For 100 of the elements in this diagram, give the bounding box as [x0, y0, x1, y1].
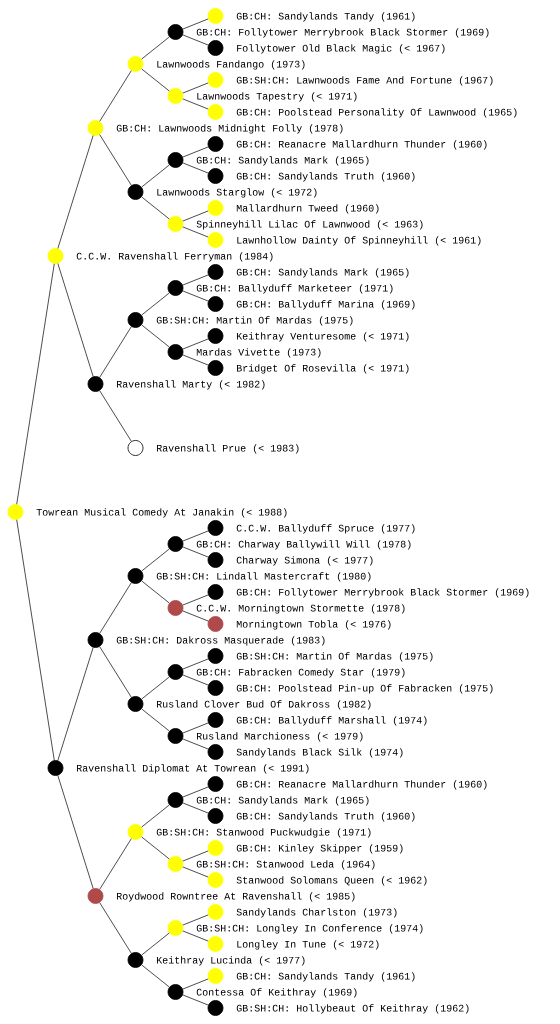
name-label: Mallardhurn Tweed (1960) — [236, 204, 379, 214]
name-label: Rusland Clover Bud Of Dakross (1982) — [157, 700, 371, 710]
connector-line — [182, 594, 209, 606]
connector-line — [141, 196, 170, 220]
name-label: Spinneyhill Lilac Of Lawnwood (< 1963) — [196, 220, 423, 230]
connector-line — [99, 582, 132, 634]
name-label: GB:CH: Poolstead Pin-up Of Fabracken (1975) — [236, 684, 493, 694]
connector-line — [141, 804, 170, 828]
name-label: Lawnwoods Fandango (1973) — [157, 60, 305, 70]
connector-line — [57, 263, 94, 377]
name-label: Ravenshall Prue (< 1983) — [157, 444, 299, 454]
name-label: GB:CH: Ballyduff Marshall (1974) — [236, 716, 427, 726]
connector-line — [99, 70, 132, 122]
name-label: GB:CH: Sandylands Mark (1965) — [196, 156, 369, 166]
connector-line — [182, 226, 209, 238]
name-label: C.C.W. Morningtown Stormette (1978) — [196, 604, 405, 614]
connector-line — [182, 930, 209, 942]
connector-line — [141, 964, 170, 988]
name-label: Bridget Of Rosevilla (< 1971) — [237, 364, 409, 374]
name-label: GB:SH:CH: Longley In Conference (1974) — [196, 924, 423, 934]
name-label: Roydwood Rowntree At Ravenshall (< 1985) — [117, 892, 355, 902]
connector-line — [182, 18, 209, 30]
name-label: Morningtown Tobla (< 1976) — [236, 620, 391, 630]
name-label: Stanwood Solomans Queen (< 1962) — [236, 876, 427, 886]
name-label: Lawnwoods Starglow (< 1972) — [157, 188, 317, 198]
connector-line — [57, 135, 94, 249]
name-label: GB:SH:CH: Martin Of Mardas (1975) — [236, 652, 433, 662]
name-label: GB:CH: Fabracken Comedy Star (1979) — [196, 668, 405, 678]
name-label: GB:CH: Sandylands Truth (1960) — [236, 172, 415, 182]
connector-line — [182, 850, 209, 862]
name-label: Lawnhollow Dainty Of Spinneyhill (< 1961) — [237, 236, 481, 246]
connector-line — [141, 580, 170, 604]
connector-line — [182, 98, 209, 110]
name-label: GB:SH:CH: Lawnwoods Fame And Fortune (1967) — [236, 76, 493, 86]
connector-line — [182, 658, 209, 670]
connector-line — [141, 292, 170, 316]
name-label: GB:SH:CH: Martin Of Mardas (1975) — [156, 316, 353, 326]
connector-line — [16, 519, 55, 761]
connector-line — [182, 738, 209, 750]
connector-line — [182, 914, 209, 926]
connector-line — [182, 994, 209, 1006]
connector-line — [182, 546, 209, 558]
connector-line — [141, 932, 170, 956]
connector-line — [141, 324, 170, 348]
name-label: GB:SH:CH: Lindall Mastercraft (1980) — [156, 572, 371, 582]
name-label: C.C.W. Ravenshall Ferryman (1984) — [76, 252, 273, 262]
connector-line — [16, 263, 55, 505]
name-label: GB:CH: Ballyduff Marketeer (1971) — [196, 284, 393, 294]
connector-line — [99, 134, 132, 186]
name-label: GB:CH: Lawnwoods Midnight Folly (1978) — [116, 124, 343, 134]
connector-line — [141, 164, 170, 188]
name-label: Rusland Marchioness (< 1979) — [197, 732, 363, 742]
name-label: Follytower Old Black Magic (< 1967) — [237, 44, 445, 54]
name-label: GB:SH:CH: Dakross Masquerade (1983) — [116, 636, 325, 646]
name-label: GB:CH: Sandylands Mark (1965) — [196, 796, 369, 806]
connector-line — [141, 676, 170, 700]
name-label: GB:SH:CH: Stanwood Puckwudgie (1971) — [156, 828, 371, 838]
connector-line — [182, 722, 209, 734]
connector-line — [182, 866, 209, 878]
name-label: GB:CH: Sandylands Tandy (1961) — [236, 12, 415, 22]
name-label: GB:CH: Reanacre Mallardhurn Thunder (1960) — [236, 780, 487, 790]
connector-line — [99, 902, 132, 954]
connector-line — [57, 647, 94, 761]
name-label: GB:CH: Poolstead Personality Of Lawnwood (1965) — [236, 108, 517, 118]
connector-line — [182, 610, 209, 622]
connector-line — [182, 354, 209, 366]
connector-line — [99, 838, 132, 890]
connector-line — [182, 274, 209, 286]
name-label: Keithray Lucinda (< 1977) — [157, 956, 305, 966]
connector-line — [182, 802, 209, 814]
connector-line — [141, 548, 170, 572]
name-label: Lawnwoods Tapestry (< 1971) — [197, 92, 357, 102]
name-label: GB:CH: Charway Ballywill Will (1978) — [196, 540, 411, 550]
connector-line — [182, 338, 209, 350]
connector-line — [182, 82, 209, 94]
name-label: Longley In Tune (< 1972) — [237, 940, 379, 950]
connector-line — [182, 290, 209, 302]
name-label: GB:CH: Sandylands Truth (1960) — [236, 812, 415, 822]
connector-line — [99, 646, 132, 698]
name-label: C.C.W. Ballyduff Spruce (1977) — [236, 524, 415, 534]
name-label: Mardas Vivette (1973) — [196, 348, 321, 358]
name-label: Towrean Musical Comedy At Janakin (< 1988) — [36, 508, 287, 518]
connector-line — [182, 674, 209, 686]
connector-line — [141, 36, 170, 60]
name-label: GB:CH: Ballyduff Marina (1969) — [236, 300, 415, 310]
connector-line — [141, 68, 170, 92]
name-label: GB:CH: Follytower Merrybrook Black Stormer (1969) — [196, 28, 489, 38]
connector-line — [182, 34, 209, 46]
name-label: GB:CH: Reanacre Mallardhurn Thunder (1960) — [236, 140, 487, 150]
name-label: Ravenshall Diplomat At Towrean (< 1991) — [77, 764, 309, 774]
connector-line — [182, 978, 209, 990]
name-label: GB:CH: Sandylands Mark (1965) — [236, 268, 409, 278]
name-label: Contessa Of Keithray (1969) — [196, 988, 357, 998]
name-label: GB:CH: Sandylands Tandy (1961) — [236, 972, 415, 982]
name-label: GB:CH: Follytower Merrybrook Black Stormer (1969) — [236, 588, 529, 598]
connector-line — [99, 390, 132, 442]
connector-line — [141, 708, 170, 732]
connector-line — [182, 530, 209, 542]
connector-line — [182, 146, 209, 158]
name-label: Charway Simona (< 1977) — [236, 556, 373, 566]
